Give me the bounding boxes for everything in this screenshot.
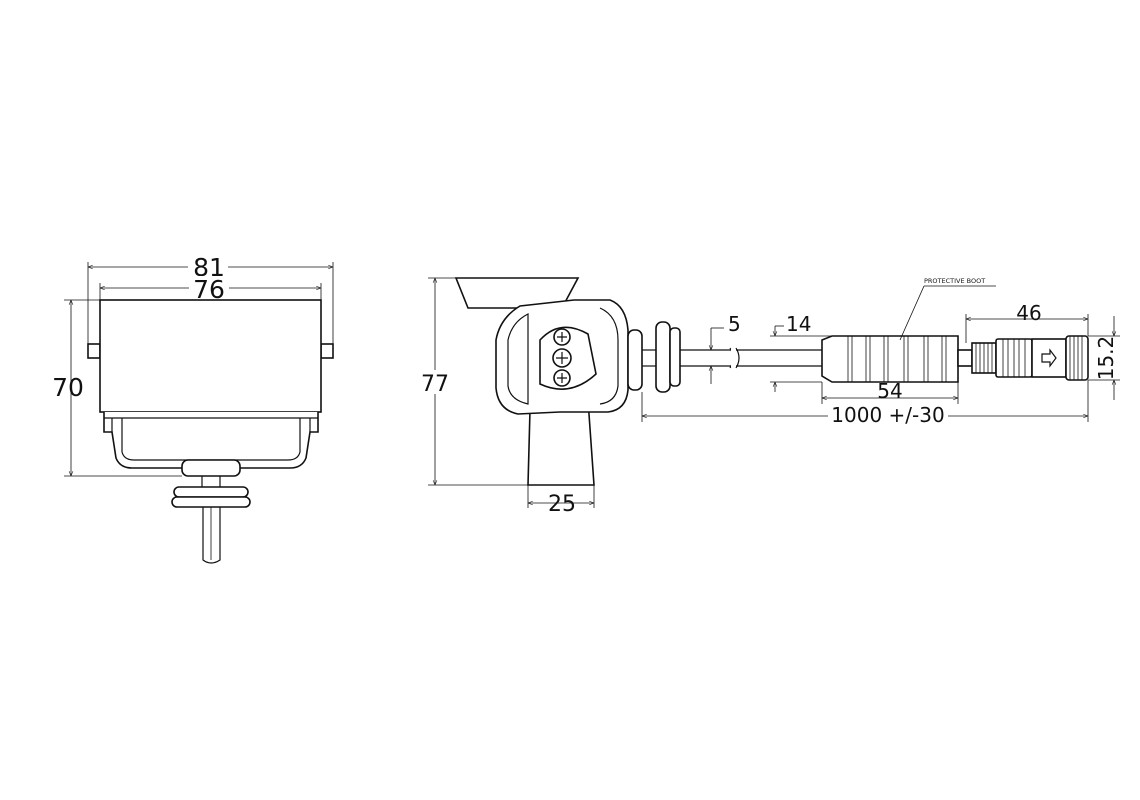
cable-gland-washer — [655, 321, 671, 393]
bracket-stem — [527, 399, 595, 486]
dim-height-side: 77 — [421, 372, 449, 397]
front-view: 81 76 70 — [52, 252, 334, 564]
socket-nut — [1065, 335, 1089, 381]
dim-plug-diameter: 14 — [786, 312, 811, 336]
dim-plug-length: 54 — [877, 379, 902, 403]
dim-socket-diameter: 15.2 — [1094, 336, 1118, 381]
callout-protective-boot: PROTECTIVE BOOT — [924, 277, 985, 285]
arrow-icon — [1041, 348, 1057, 368]
protective-boot — [821, 335, 959, 383]
dim-cable-length: 1000 +/-30 — [831, 403, 944, 427]
side-view: 77 25 5 14 54 46 15.2 — [418, 277, 1120, 517]
dim-base-width: 25 — [548, 492, 576, 517]
cable-front — [202, 507, 221, 564]
right-mount-tab — [320, 343, 334, 359]
camera-housing-front — [99, 299, 322, 413]
dim-width-inner: 76 — [193, 275, 225, 304]
cable-gland — [181, 459, 241, 477]
left-mount-tab — [87, 343, 101, 359]
dim-cable-diameter: 5 — [728, 312, 741, 336]
dim-height-front: 70 — [52, 373, 84, 402]
dim-socket-length: 46 — [1016, 301, 1041, 325]
